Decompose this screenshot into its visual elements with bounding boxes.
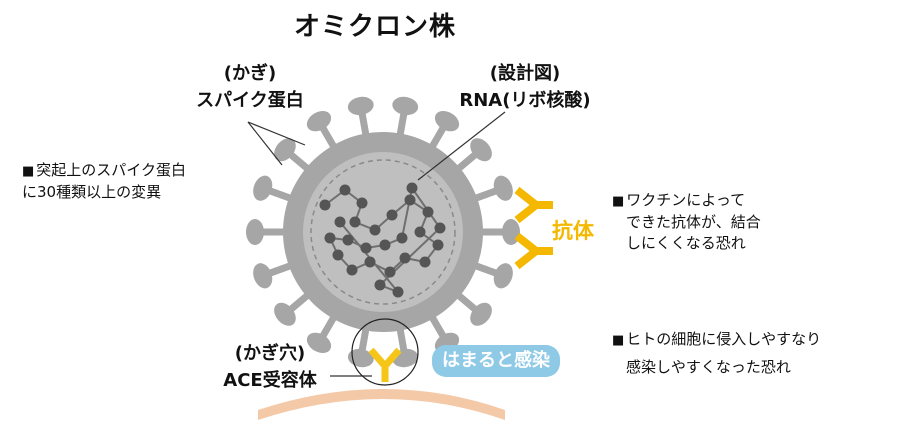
rna-label: (設計図) RNA(リボ核酸) <box>440 60 610 114</box>
spike-label-line2: スパイク蛋白 <box>196 90 304 111</box>
note-line: ヒトの細胞に侵入しやすなり <box>626 330 822 348</box>
virus-inner-ring <box>310 159 456 305</box>
rna-node <box>356 197 368 209</box>
rna-node <box>349 216 361 228</box>
spike-pointer-2 <box>247 121 283 166</box>
spike-head <box>392 96 419 116</box>
antibody-icon-lower <box>514 232 553 270</box>
spike-protein-label: (かぎ) スパイク蛋白 <box>170 60 330 114</box>
spike-pointer-1 <box>247 121 306 146</box>
note-line: できた抗体が、結合 <box>626 213 761 231</box>
rna-node <box>339 184 351 196</box>
spike-head <box>253 175 273 201</box>
spike-head <box>347 96 374 116</box>
receptor-label-line1: (かぎ穴) <box>234 343 306 364</box>
receptor-label: (かぎ穴) ACE受容体 <box>205 340 335 394</box>
rna-label-line2: RNA(リボ核酸) <box>459 90 591 111</box>
spike-head <box>274 302 296 326</box>
rna-strand <box>319 182 446 298</box>
rna-node <box>324 232 336 244</box>
note-line: に30種類以上の変異 <box>22 183 162 201</box>
rna-node <box>384 266 396 278</box>
spike-head <box>306 110 332 132</box>
spike-head <box>493 175 513 201</box>
antibody-icon-upper <box>514 186 553 224</box>
page-title: オミクロン株 <box>293 12 456 42</box>
note-antibody-binding: ■ワクチンによって できた抗体が、結合 しにくくなる恐れ <box>612 190 761 254</box>
ace-receptor-icon <box>368 347 402 382</box>
spike-head <box>306 332 332 354</box>
rna-node <box>342 234 354 246</box>
spike-head <box>246 219 264 245</box>
note-cell-entry: ■ヒトの細胞に侵入しやすなり 感染しやすくなった恐れ <box>612 326 821 381</box>
rna-pointer <box>417 111 506 181</box>
rna-node <box>334 216 346 228</box>
rna-node <box>432 239 444 251</box>
spike-head <box>274 138 296 162</box>
rna-node <box>434 222 446 234</box>
rna-node <box>419 256 431 268</box>
note-line: 突起上のスパイク蛋白 <box>36 161 186 179</box>
note-line: 感染しやすくなった恐れ <box>626 358 791 376</box>
rna-node <box>414 226 426 238</box>
spike-head <box>470 302 492 326</box>
rna-node <box>422 206 434 218</box>
note-spike-mutations: ■突起上のスパイク蛋白 に30種類以上の変異 <box>22 160 186 203</box>
antibody-label: 抗体 <box>552 219 594 243</box>
note-line: ワクチンによって <box>626 191 746 209</box>
rna-node <box>319 199 331 211</box>
cell-membrane <box>258 389 505 420</box>
rna-label-line1: (設計図) <box>489 63 561 84</box>
rna-node <box>386 209 398 221</box>
rna-node <box>379 239 391 251</box>
rna-node <box>360 242 372 254</box>
rna-node <box>374 279 386 291</box>
rna-node <box>404 194 416 206</box>
note-bullet: ■ <box>22 164 35 179</box>
note-bullet: ■ <box>612 333 625 348</box>
rna-node <box>332 249 344 261</box>
spike-head <box>347 348 374 368</box>
spike-head <box>434 110 460 132</box>
rna-node <box>399 252 411 264</box>
rna-node <box>369 224 381 236</box>
note-line: しにくくなる恐れ <box>626 234 746 252</box>
binding-site-circle <box>351 318 419 386</box>
rna-node <box>364 256 376 268</box>
spike-head <box>253 263 273 289</box>
receptor-label-line2: ACE受容体 <box>223 370 317 391</box>
rna-node <box>396 232 408 244</box>
rna-node <box>346 264 358 276</box>
spike-head <box>493 263 513 289</box>
rna-node <box>406 182 418 194</box>
spike-head <box>470 138 492 162</box>
rna-node <box>392 286 404 298</box>
spike-label-line1: (かぎ) <box>223 63 277 84</box>
note-bullet: ■ <box>612 194 625 209</box>
infection-callout: はまると感染 <box>432 345 560 377</box>
